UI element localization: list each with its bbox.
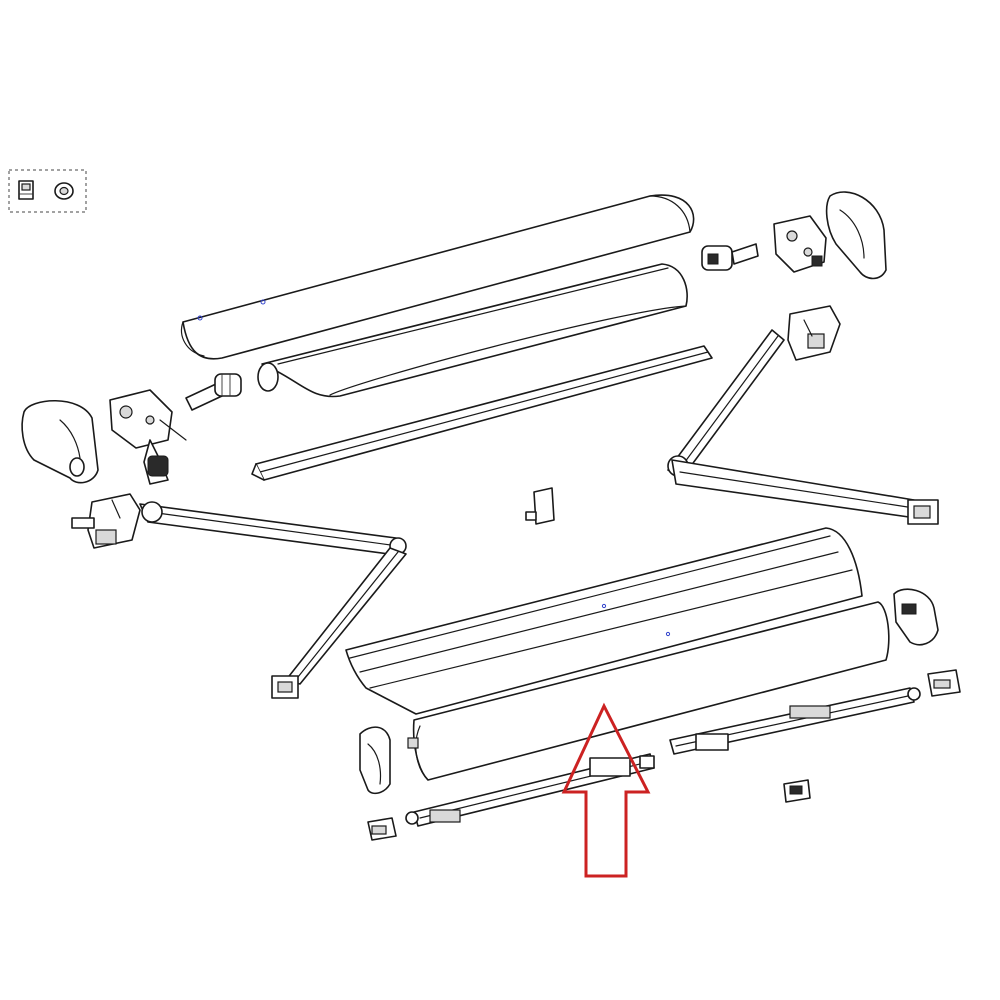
left-folding-arm <box>139 501 407 685</box>
left-leg-foot <box>271 675 299 699</box>
right-drive-adapter <box>701 243 759 271</box>
fabric-roller-tube <box>257 263 688 398</box>
top-cover-profile <box>181 194 695 360</box>
right-support-leg <box>907 499 939 525</box>
bracket-fixing-icon <box>18 180 34 200</box>
right-end-cap <box>825 191 887 280</box>
screw-cap-icon <box>54 182 74 200</box>
right-front-endcap <box>893 588 939 646</box>
left-foot-clip <box>367 817 397 841</box>
right-support-leg-slider <box>669 687 921 755</box>
left-wall-bracket <box>71 493 141 549</box>
right-foot-clip <box>927 669 961 697</box>
right-folding-arm <box>667 329 917 519</box>
highlight-up-arrow <box>561 702 651 878</box>
right-wall-bracket <box>787 305 841 361</box>
left-drive-adapter <box>185 373 242 411</box>
front-bar <box>407 601 890 781</box>
center-leg-clip <box>783 779 811 803</box>
inset-fixings <box>8 169 87 213</box>
rail-profile <box>251 345 713 481</box>
center-clip <box>525 487 555 525</box>
left-front-endcap <box>359 726 391 795</box>
right-gear-mechanism <box>773 215 827 273</box>
front-profile <box>345 527 863 715</box>
left-gear-mechanism <box>109 389 187 485</box>
left-end-cap <box>21 399 99 484</box>
